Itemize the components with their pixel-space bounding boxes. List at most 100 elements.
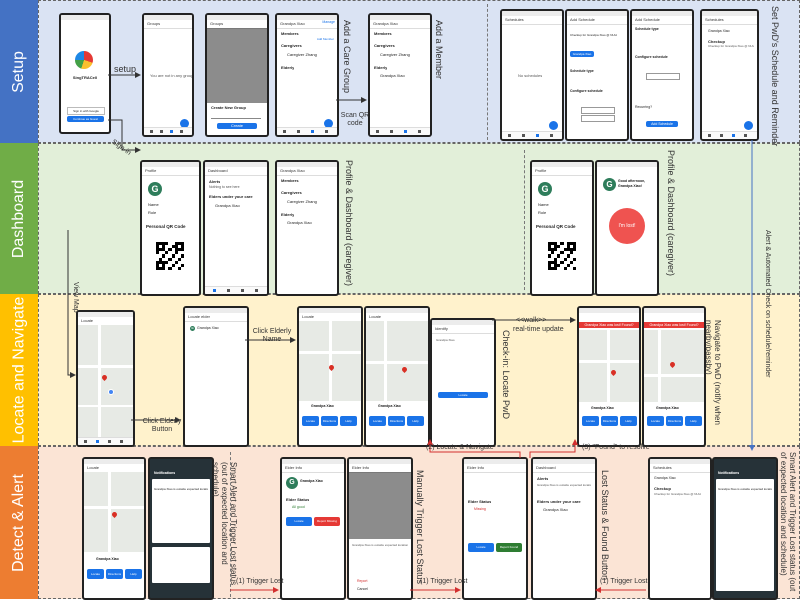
create-button[interactable]: Create	[217, 123, 257, 129]
ann-alert-auto-check: Alert & Automated Check on schedule/remi…	[764, 230, 771, 378]
continue-guest-button[interactable]: Continue as Guest	[67, 116, 104, 122]
locate-button[interactable]: Locate	[302, 416, 319, 426]
phone-detect-map: Locate Grandpa Xiao Locate Directions He…	[82, 457, 146, 600]
checkup-item-title[interactable]: Checkup	[708, 39, 725, 44]
phone-add-schedule-2: Add Schedule Schedule type Configure sch…	[630, 9, 694, 141]
elder-avatar-home: G	[603, 178, 616, 191]
lost-banner[interactable]: Grandpa Xiao was lost! Found?	[579, 322, 639, 328]
elderly-heading: Elderly	[281, 65, 295, 70]
phone-members: Grandpa Xiao Manage Members Add Member C…	[275, 13, 339, 137]
phone-navigate-2: Grandpa Xiao was lost! Found? Grandpa Xi…	[642, 306, 706, 447]
lane-dashboard-label: Dashboard	[0, 143, 38, 294]
help-button[interactable]: Help	[340, 416, 357, 426]
cancel-option[interactable]: Cancel	[357, 587, 368, 591]
phone-navigate-1: Grandpa Xiao was lost! Found? Grandpa Xi…	[577, 306, 641, 447]
elder-select-item[interactable]: Grandpa Xiao	[197, 326, 219, 330]
directions-button[interactable]: Directions	[321, 416, 338, 426]
ann-realtime: real-time update	[513, 326, 564, 333]
add-member-link[interactable]: Add Member	[316, 37, 334, 41]
qr-code-elder	[548, 242, 576, 270]
my-location-icon	[108, 389, 114, 395]
manage-link[interactable]: Manage	[322, 20, 335, 24]
status-badge: All good	[292, 505, 305, 509]
phone-notifications: Notifications Grandpa Xiao is outside ex…	[148, 457, 214, 600]
ann-click-elderly-name: Click Elderly Name	[252, 328, 292, 343]
ann-smart-alert-right: Smart Alert and Trigger Lost status (out…	[779, 452, 797, 592]
personal-qr-heading: Personal QR Code	[146, 224, 186, 229]
lane-detect-label: Detect & Alert	[0, 446, 38, 599]
ann-manually-trigger: Manually Trigger Lost Status	[415, 470, 425, 585]
ann-click-elderly-button: Click Elderly Button	[142, 418, 182, 433]
ann-add-care-group: Add a Care Group	[342, 20, 352, 94]
ann-found-resolve: (3) "Found" to resolve	[582, 444, 650, 451]
phone-create-group: Groups Create New Group Create	[205, 13, 269, 137]
notification-card[interactable]: Grandpa Xiao is outside expected locatio…	[152, 479, 210, 543]
report-option[interactable]: Report	[357, 579, 368, 583]
ann-lost-status: Lost Status & Found Button	[600, 470, 610, 581]
recurring-toggle[interactable]: Recurring?	[635, 105, 653, 109]
lane-setup-label: Setup	[0, 0, 38, 143]
groups-title: Groups	[144, 20, 192, 29]
members-title-2: Members	[374, 31, 392, 36]
add-schedule-fab[interactable]	[549, 121, 558, 130]
schedule-input[interactable]	[581, 107, 615, 114]
groups-title-2: Groups	[207, 20, 267, 29]
identify-action-button[interactable]: Locate	[438, 392, 488, 398]
confirm-dialog: Grandpa Xiao is outside expected locatio…	[349, 539, 411, 598]
elder-chip[interactable]: Grandpa Xiao	[570, 51, 594, 57]
phone-schedules-empty: Schedules No schedules	[500, 9, 564, 141]
elder-list-item[interactable]: Grandpa Xiao	[215, 203, 240, 208]
elder-avatar: G	[538, 182, 552, 196]
ann-profile-dashboard-2: Profile & Dashboard (caregiver)	[666, 150, 676, 277]
caregiver-item-2[interactable]: Caregiver Zhang	[380, 52, 410, 57]
phone-locate-elder-card: Locate Grandpa Xiao Locate Directions He…	[297, 306, 363, 447]
im-lost-button[interactable]: I'm lost!	[609, 208, 645, 244]
caregiver-item[interactable]: Caregiver Zhang	[287, 52, 317, 57]
phone-profile: Profile G Name Role Personal QR Code	[140, 160, 201, 296]
add-group-fab[interactable]	[180, 119, 189, 128]
phone-dashboard-alerts: Dashboard Alerts Grandpa Xiao is outside…	[531, 457, 597, 600]
phone-members-dash: Grandpa Xiao Members Caregivers Caregive…	[275, 160, 339, 296]
add-schedule-button[interactable]: Add Schedule	[646, 121, 678, 127]
map-view[interactable]	[78, 325, 133, 438]
ann-trigger-lost-3: (1) Trigger Lost	[600, 578, 648, 585]
phone-notifications-2: Notifications Grandpa Xiao is outside ex…	[712, 457, 778, 600]
signin-google-button[interactable]: Sign in with Google	[67, 107, 105, 115]
checkup-detail: Checkup for Grandpa Xiao @ NUH	[570, 33, 617, 37]
phone-elder-missing: Elder Info Elder Status Missing Locate R…	[462, 457, 528, 600]
phone-schedules-list: Schedules Grandpa Xiao Checkup Checkup f…	[700, 9, 759, 141]
phone-locate-elder-card-2: Locate Grandpa Xiao Locate Directions He…	[364, 306, 430, 447]
missing-badge: Missing	[474, 507, 486, 511]
group-name-input[interactable]	[211, 113, 261, 119]
ann-view-map: View Map	[72, 282, 79, 313]
schedule-input-2[interactable]	[581, 115, 615, 122]
ann-trigger-lost-1: (1) Trigger Lost	[236, 578, 284, 585]
groups-empty-text: You are not in any group	[150, 73, 194, 78]
phone-add-schedule: Add Schedule Checkup for Grandpa Xiao @ …	[565, 9, 629, 141]
ann-set-schedule: Set PwD's Schedule and Reminder	[770, 6, 780, 147]
ann-setup: setup	[114, 64, 137, 74]
app-logo	[75, 51, 93, 69]
phone-elder-info: Elder Info G Grandpa Xiao Elder Status A…	[280, 457, 346, 600]
phone-locate-elder: Locate elder G Grandpa Xiao	[183, 306, 249, 447]
qr-code	[156, 242, 184, 270]
phone-groups: Groups You are not in any group	[142, 13, 194, 137]
lane-locate-label: Locate and Navigate	[0, 294, 38, 446]
ann-profile-dashboard-1: Profile & Dashboard (caregiver)	[344, 160, 354, 287]
phone-elder-home: G Good afternoon, Grandpa Xiao! I'm lost…	[595, 160, 659, 296]
report-found-button[interactable]: Report Found	[496, 543, 522, 552]
phone-login: SingTRACell Sign in with Google Continue…	[59, 13, 111, 134]
ann-locate-navigate: (2) Locate & Navigate	[426, 444, 494, 451]
report-missing-button[interactable]: Report Missing	[314, 517, 340, 526]
alert-item[interactable]: Grandpa Xiao is outside expected locatio…	[537, 483, 591, 487]
members-title: Members	[281, 31, 299, 36]
add-fab[interactable]	[324, 119, 333, 128]
elderly-item[interactable]: Grandpa Xiao	[380, 73, 405, 78]
phone-dashboard: Dashboard Alerts Nothing to see here Eld…	[203, 160, 269, 296]
group-header: Grandpa Xiao	[277, 20, 337, 29]
phone-members-elderly: Grandpa Xiao Members Caregivers Caregive…	[368, 13, 432, 137]
greeting-text: Good afternoon, Grandpa Xiao!	[618, 179, 646, 188]
ann-scan-qr: Scan QR code	[340, 112, 370, 127]
phone-identify: Identify Grandpa Xiao Locate	[430, 318, 496, 447]
